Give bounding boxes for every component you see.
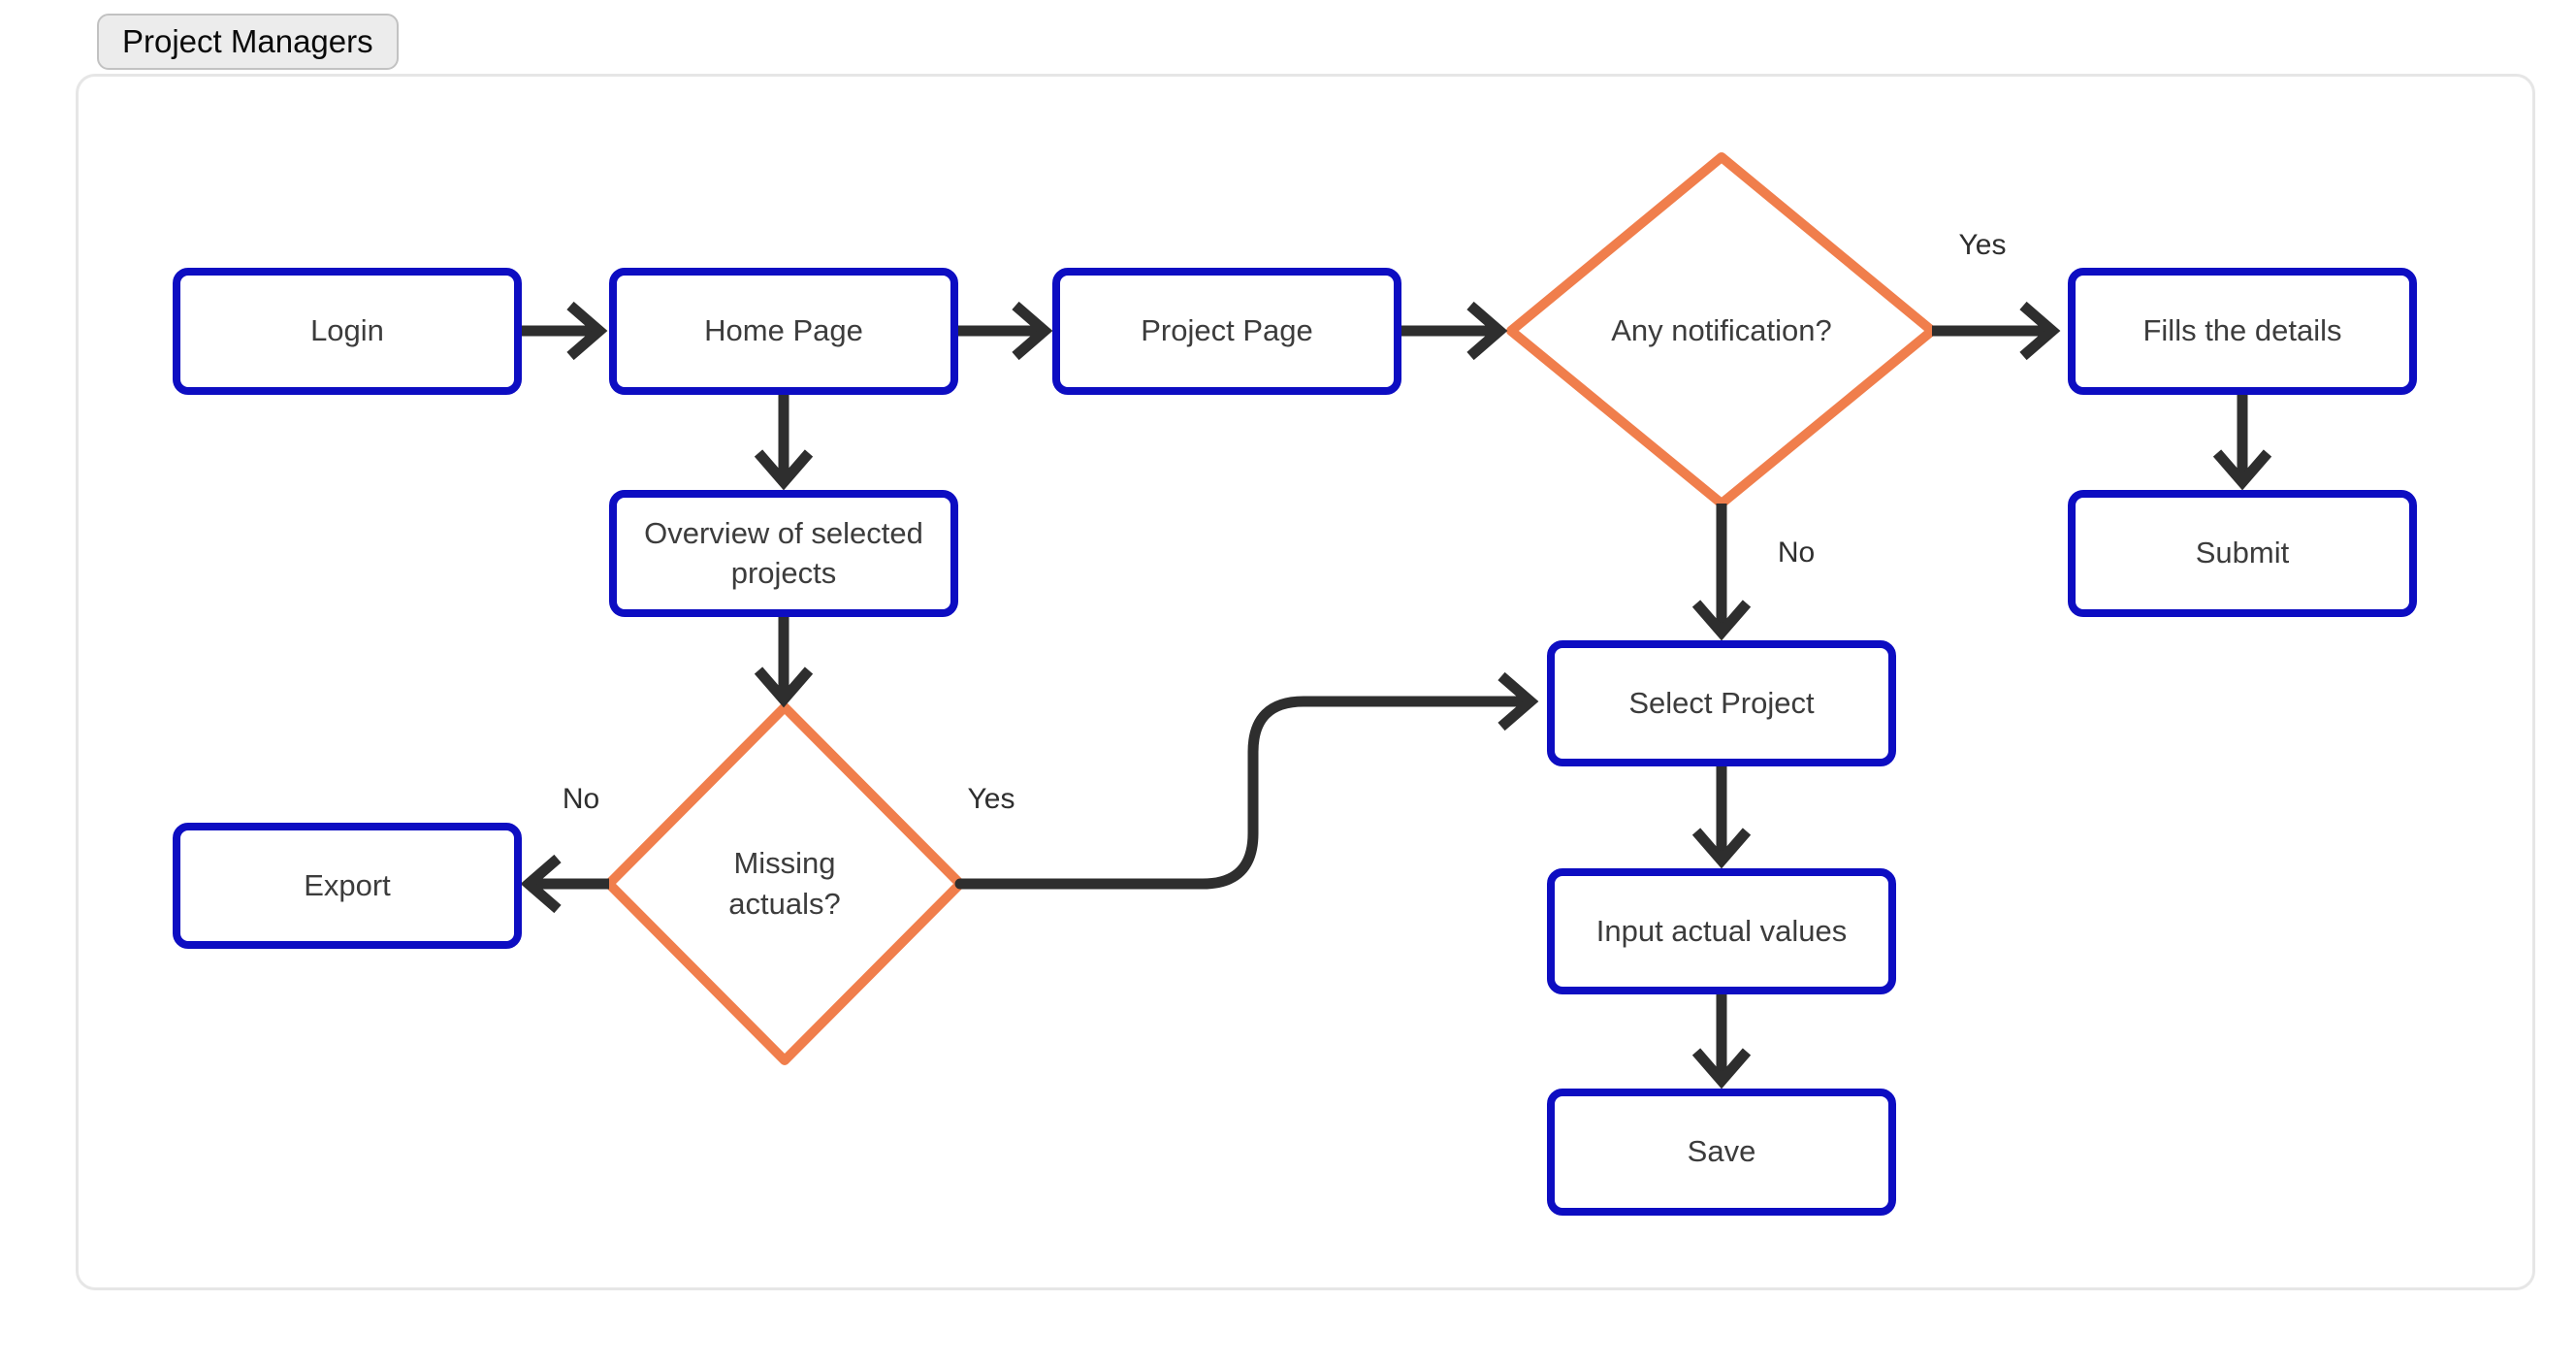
arrowhead-right-icon xyxy=(1012,301,1053,361)
node-login-label: Login xyxy=(310,313,384,348)
node-overview-selected-projects[interactable]: Overview of selected projects xyxy=(609,490,958,617)
node-save-label: Save xyxy=(1687,1134,1756,1169)
edge-label-no: No xyxy=(1777,537,1816,569)
node-overview-selected-projects-label: Overview of selected projects xyxy=(644,516,923,590)
decision-any-notification-label: Any notification? xyxy=(1611,313,1832,348)
node-input-actual-values[interactable]: Input actual values xyxy=(1547,868,1896,994)
node-home-page[interactable]: Home Page xyxy=(609,268,958,395)
edge-select-project-input-actual-values xyxy=(1691,766,1752,869)
arrowhead-down-icon xyxy=(1691,600,1752,641)
arrowhead-right-icon xyxy=(2019,301,2061,361)
project-managers-tag[interactable]: Project Managers xyxy=(97,14,399,70)
edge-overview-missing-actuals xyxy=(754,617,814,708)
arrowhead-left-icon xyxy=(520,854,562,914)
node-project-page[interactable]: Project Page xyxy=(1052,268,1401,395)
node-project-page-label: Project Page xyxy=(1141,313,1313,348)
arrowhead-down-icon xyxy=(754,667,814,708)
edge-shaft xyxy=(954,696,1529,890)
edge-project-page-any-notification xyxy=(1401,301,1508,361)
arrowhead-right-icon xyxy=(566,301,608,361)
edge-home-page-overview xyxy=(754,395,814,491)
node-fills-the-details[interactable]: Fills the details xyxy=(2068,268,2417,395)
arrowhead-down-icon xyxy=(754,449,814,491)
node-login[interactable]: Login xyxy=(173,268,522,395)
node-select-project[interactable]: Select Project xyxy=(1547,640,1896,766)
edge-fills-the-details-submit xyxy=(2212,395,2272,491)
edge-missing-actuals-select-project xyxy=(954,671,1539,890)
arrowhead-right-icon xyxy=(1466,301,1508,361)
node-select-project-label: Select Project xyxy=(1628,685,1815,720)
node-home-page-label: Home Page xyxy=(704,313,863,348)
edge-any-notification-fills-the-details xyxy=(1932,301,2061,361)
edge-label-yes: Yes xyxy=(967,783,1015,815)
arrowhead-right-icon xyxy=(1497,671,1539,732)
node-export[interactable]: Export xyxy=(173,823,522,949)
arrowhead-down-icon xyxy=(1691,828,1752,869)
edge-label-yes: Yes xyxy=(1958,229,2007,261)
edge-any-notification-select-project xyxy=(1691,504,1752,641)
node-fills-the-details-label: Fills the details xyxy=(2142,313,2342,348)
edge-missing-actuals-export xyxy=(520,854,609,914)
node-input-actual-values-label: Input actual values xyxy=(1595,913,1848,948)
decision-missing-actuals-shape[interactable] xyxy=(604,702,965,1065)
arrowhead-down-icon xyxy=(1691,1048,1752,1090)
arrowhead-down-icon xyxy=(2212,449,2272,491)
edge-input-actual-values-save xyxy=(1691,994,1752,1090)
edge-label-no: No xyxy=(562,783,600,815)
node-save[interactable]: Save xyxy=(1547,1089,1896,1216)
node-export-label: Export xyxy=(304,867,391,902)
edge-home-page-project-page xyxy=(958,301,1053,361)
decision-missing-actuals-label: Missing actuals? xyxy=(728,846,841,921)
node-submit[interactable]: Submit xyxy=(2068,490,2417,617)
edge-login-home-page xyxy=(522,301,608,361)
node-submit-label: Submit xyxy=(2195,536,2290,570)
